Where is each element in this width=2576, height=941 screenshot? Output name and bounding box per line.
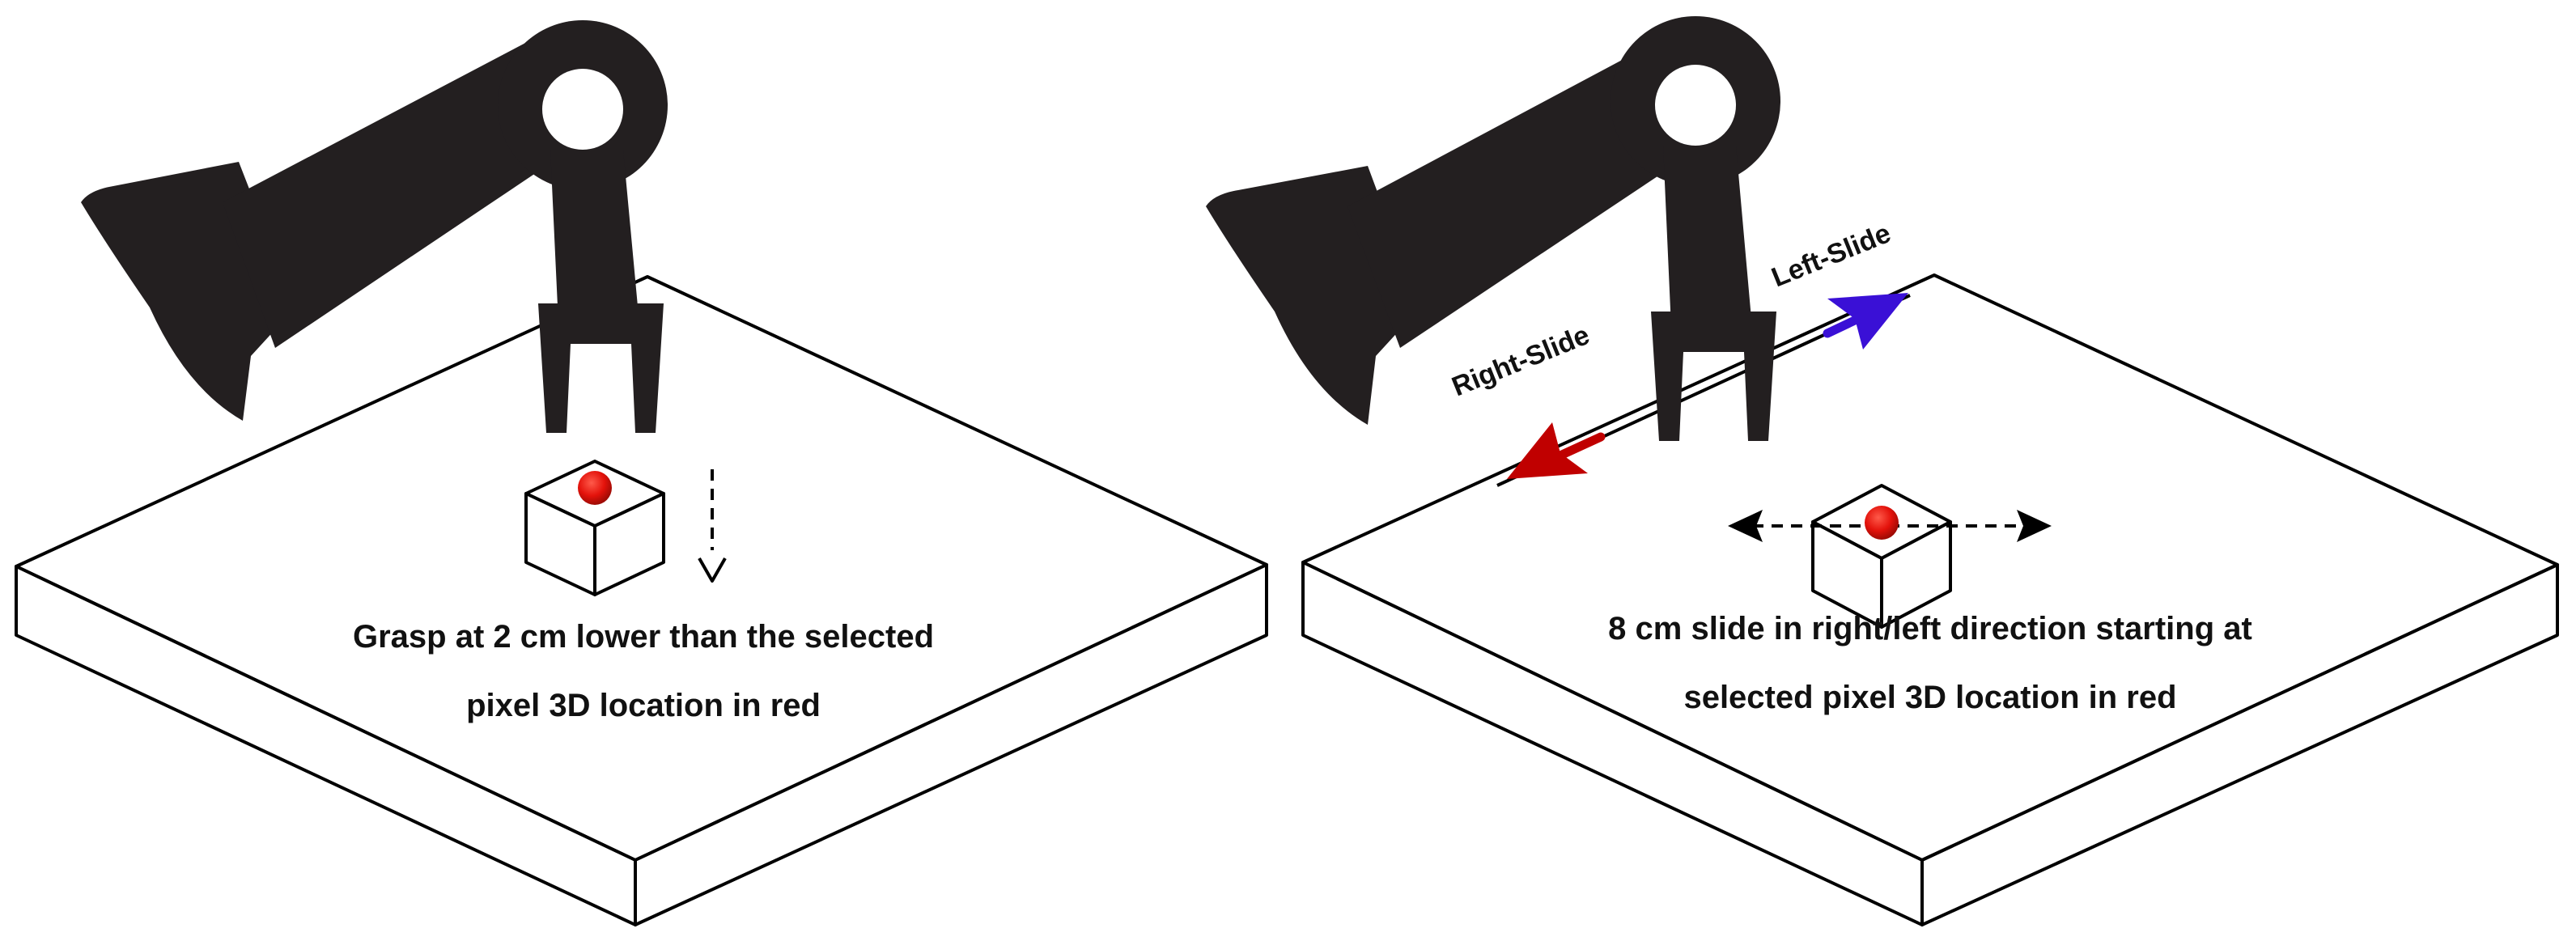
panel-grasp: Grasp at 2 cm lower than the selected pi… — [15, 20, 1268, 926]
grasp-caption-line-2: pixel 3D location in red — [466, 688, 821, 723]
table-front-right — [634, 563, 1268, 926]
grasp-down-arrow — [698, 469, 727, 583]
right-slide-arrow — [1507, 422, 1606, 479]
cube-icon — [524, 460, 665, 596]
slide-caption-line-2: selected pixel 3D location in red — [1683, 680, 2176, 715]
table-front-right — [1920, 563, 2559, 926]
panel-slide: Right-Slide Left-Slide 8 cm slide in rig… — [1206, 16, 2559, 926]
left-slide-label: Left-Slide — [1768, 218, 1895, 293]
slide-caption-line-1: 8 cm slide in right/left direction start… — [1608, 611, 2252, 646]
robot-arm-icon — [81, 20, 668, 433]
left-slide-arrow — [1823, 293, 1908, 350]
red-dot-icon — [578, 471, 612, 505]
grasp-caption-line-1: Grasp at 2 cm lower than the selected — [353, 619, 934, 655]
right-slide-label: Right-Slide — [1448, 320, 1594, 402]
robot-arm-icon — [1206, 16, 1780, 441]
red-dot-icon — [1865, 506, 1899, 540]
